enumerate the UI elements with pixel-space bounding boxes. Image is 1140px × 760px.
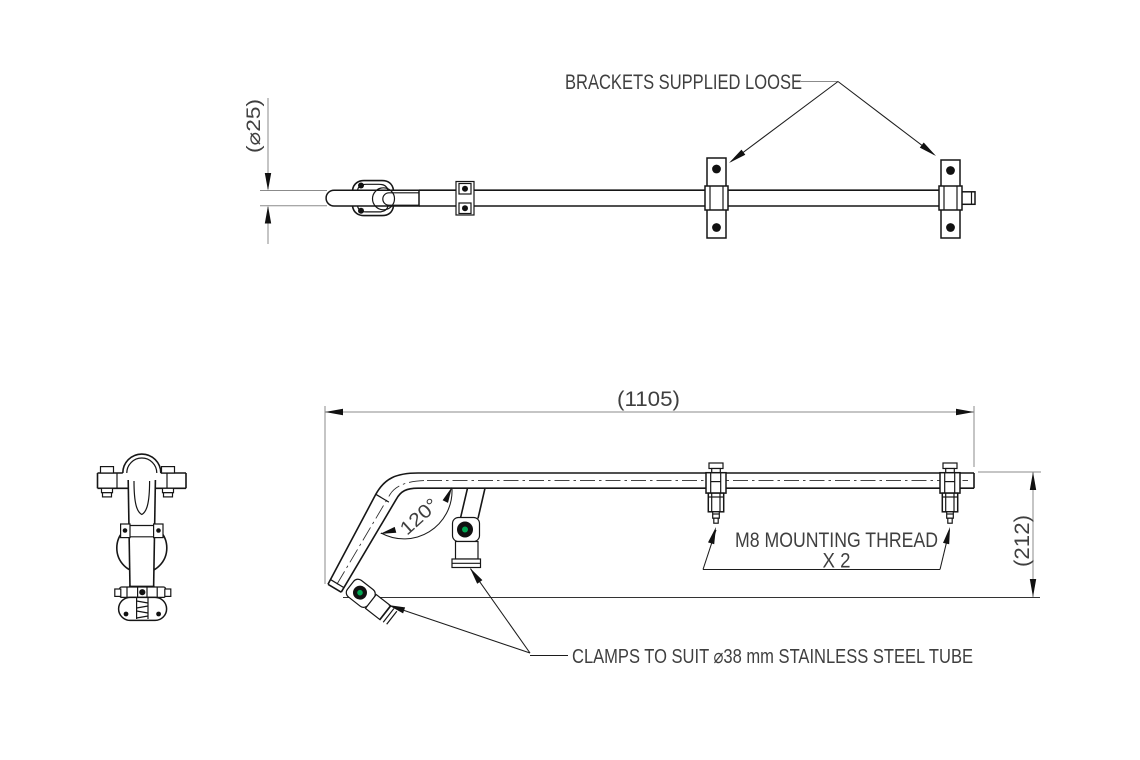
brackets-note-leader [729,81,936,163]
end-view-bottom-fitting [114,585,172,622]
brackets-note-text: BRACKETS SUPPLIED LOOSE [565,71,802,94]
end-view-top-bracket [96,453,187,498]
tube-side-view [327,472,975,593]
dim-overall-height-text: (212) [1011,515,1034,567]
clamps-note-leader [388,568,568,657]
mount-bracket-side-1 [705,462,727,524]
m8-note-line1: M8 MOUNTING THREAD [735,529,938,552]
m8-note-line2: X 2 [823,550,851,573]
clamp-bolt [358,182,364,189]
dim-bend-angle: 120° [380,487,453,540]
dim-overall-length: (1105) [324,388,975,584]
dim-tube-od-text: (⌀25) [244,99,265,153]
end-clamp-side-view [345,578,398,625]
dim-bend-angle-text: 120° [396,495,443,540]
bolt-center-mark [357,589,363,596]
hanging-clamp-side-view [451,488,486,569]
bracket-hole [946,223,955,232]
bracket-hole [712,164,721,174]
small-clamp-top-view [455,180,475,216]
bracket-hole [946,166,955,175]
bracket-hole [712,223,721,232]
tube-clamp-top-view [351,179,396,217]
mount-bracket-side-2 [939,462,961,524]
dim-tube-od: (⌀25) [244,98,327,244]
dim-overall-length-text: (1105) [617,388,680,411]
bolt-center-mark [462,526,468,533]
dim-overall-height: (212) [978,471,1041,597]
side-view: (1105) (212) [324,388,1041,668]
top-view: (⌀25) [244,71,976,244]
bracket-hub-1 [704,185,729,211]
end-view-rail-clamp [119,523,164,539]
tube-top-view [325,189,976,207]
end-view [96,453,187,622]
bracket-hub-2 [938,185,963,211]
clamps-note-text: CLAMPS TO SUIT ⌀38 mm STAINLESS STEEL TU… [572,646,973,668]
tube-end-stub [960,191,976,206]
m8-note-leader [702,527,951,571]
clamp-bolt [358,207,364,214]
